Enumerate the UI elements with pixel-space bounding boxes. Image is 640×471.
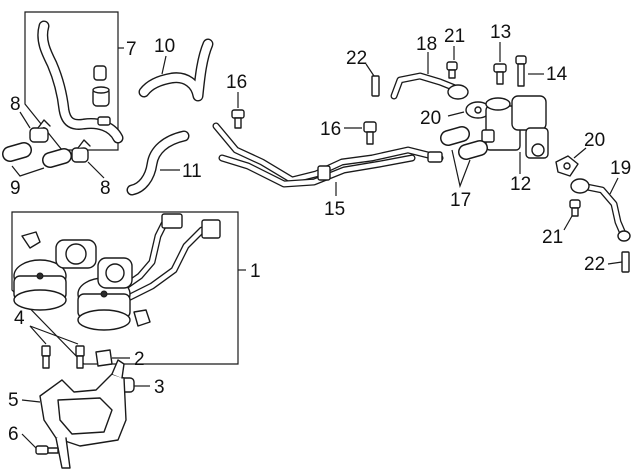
callout-18: 18 [416,34,437,55]
callout-14: 14 [546,64,568,85]
callout-16-upper: 16 [226,72,247,93]
callout-5: 5 [8,390,19,411]
callout-2: 2 [134,349,145,370]
callout-11: 11 [182,161,202,182]
pipe-19 [570,178,631,242]
callout-3: 3 [154,377,165,398]
hose-17b [458,140,488,160]
clamp-8-lower [71,139,91,163]
callout-21-upper: 21 [444,26,465,47]
callout-8-upper: 8 [10,94,21,115]
callout-7: 7 [126,39,137,60]
bracket-5 [39,359,127,469]
callout-22-lower: 22 [584,254,605,275]
callout-15: 15 [324,199,345,220]
bolt-14 [515,55,527,87]
short-hose-9a [2,142,32,162]
callout-16-middle: 16 [320,119,341,140]
hose-11 [126,130,190,196]
air-pump-assembly-1 [13,213,221,331]
callouts: 1 2 3 4 5 6 7 8 8 9 10 11 12 13 14 15 16… [8,22,631,445]
hose-kit-7 [37,20,124,144]
bolt-21-upper [446,61,458,79]
callout-20-upper: 20 [420,108,441,129]
leader-lines [11,42,623,449]
short-hose-9b [42,148,72,168]
callout-17: 17 [450,190,471,211]
clamp-8-upper [29,119,51,143]
bolt-21-lower [569,199,581,217]
callout-19: 19 [610,158,631,179]
gasket-20-right [555,155,579,177]
pipe-18 [390,72,469,100]
bolt-13 [493,63,507,85]
kit-frame-1 [11,211,239,365]
stud-22-lower [621,251,630,273]
kit-frame-7 [24,11,119,151]
clip-2 [95,349,113,367]
callout-8-lower: 8 [100,178,111,199]
bolt-16-middle [363,121,377,145]
callout-4: 4 [14,308,25,329]
bolt-6 [35,445,59,455]
callout-6: 6 [8,424,19,445]
hose-17a [440,126,470,146]
callout-9: 9 [10,178,21,199]
callout-10: 10 [154,36,175,57]
callout-12: 12 [510,174,531,195]
hose-10 [138,38,214,102]
stud-22-upper [371,75,380,97]
callout-1: 1 [250,261,261,282]
callout-13: 13 [490,22,511,43]
bolt-16-upper [231,109,245,129]
bolt-4a [41,345,51,369]
pipe-assembly-15 [212,122,444,188]
valve-assembly-12 [481,95,549,159]
bolt-4b [75,345,85,369]
callout-21-lower: 21 [542,227,563,248]
callout-20-right: 20 [584,130,605,151]
callout-22-upper: 22 [346,48,367,69]
